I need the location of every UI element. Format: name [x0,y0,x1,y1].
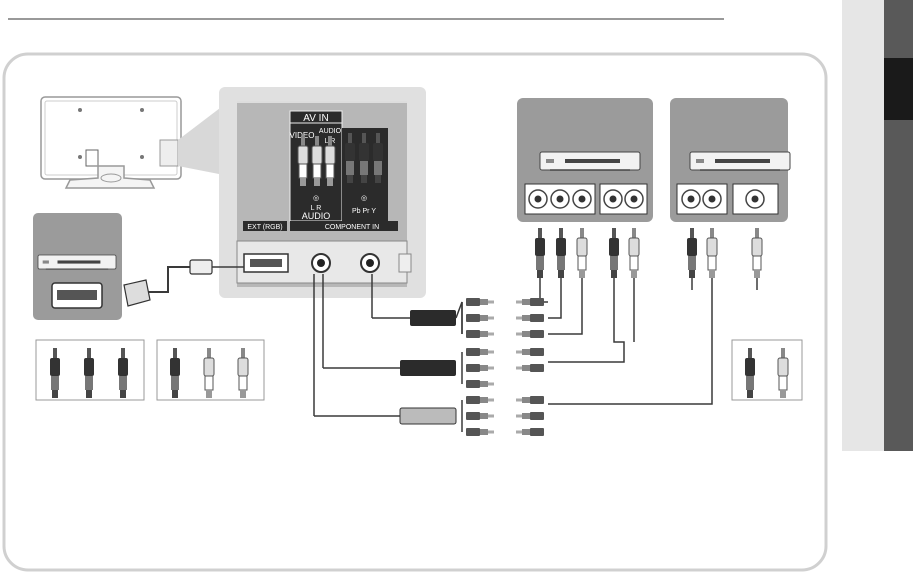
device-rca-plugs [535,228,762,278]
component-in-label: COMPONENT IN [325,224,379,231]
ext-label: EXT (RGB) [247,224,282,231]
audio-bottom-label: AUDIO [302,211,331,221]
rca-legend-av [157,340,264,400]
av-in-label: AV IN [303,113,328,124]
audio-label: AUDIO [319,128,342,135]
zoom-wedge [178,105,224,175]
scart-device [33,213,122,320]
component-channels: Pb Pr Y [352,208,376,215]
svg-text:◎: ◎ [313,195,319,202]
svg-text:◎: ◎ [361,195,367,202]
tv-back-icon [41,97,181,188]
rca-legend-component [36,340,144,400]
tv-connector-panel: AV IN VIDEO AUDIO L R ◎ L R AUDIO ◎ Pb P… [219,87,426,298]
audio-jack [312,254,330,272]
rca-legend-right [732,340,802,400]
component-device [517,98,653,222]
av-device [670,98,790,222]
page-edge-tabs [842,0,913,451]
av-cable-assembly [314,274,544,436]
component-jack [361,254,379,272]
device-cables [540,278,757,404]
